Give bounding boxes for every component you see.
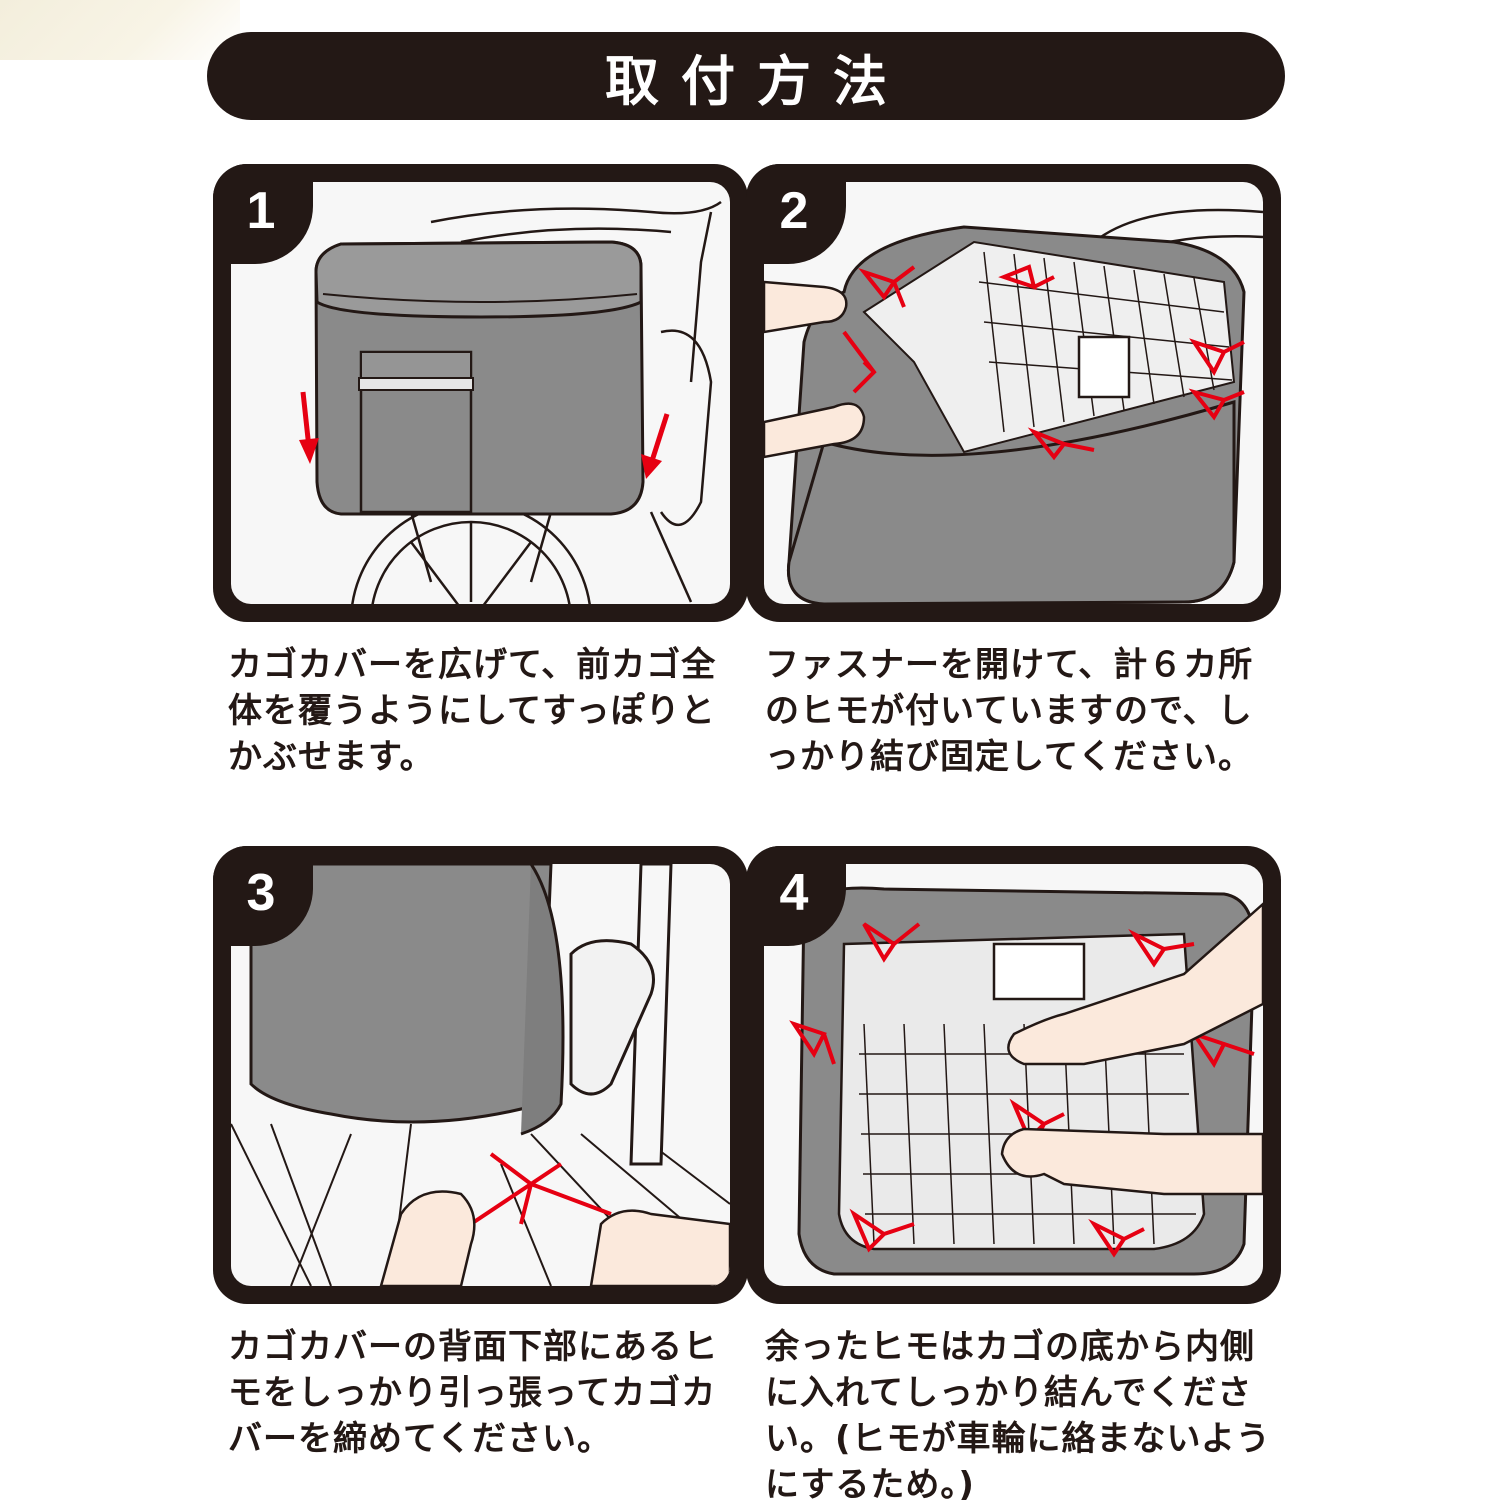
tucking-strings-illustration (789, 886, 1263, 1276)
step-4-number: 4 (779, 864, 809, 922)
step-1-number: 1 (246, 182, 276, 240)
step-3-illustration (231, 864, 730, 1286)
step-1-panel: 1 (213, 164, 748, 622)
bicycle-basket-cover-illustration (299, 200, 722, 604)
step-1-caption: カゴカバーを広げて、前カゴ全体を覆うようにしてすっぽりとかぶせます。 (228, 645, 717, 777)
pulling-strings-illustration (231, 864, 730, 1286)
step-1-illustration (231, 182, 730, 604)
step-4-illustration (764, 864, 1263, 1286)
step-1-badge: 1 (213, 164, 313, 264)
step-3-badge: 3 (213, 846, 313, 946)
step-2-caption: ファスナーを開けて、計６カ所のヒモが付いていますので、しっかり結び固定してくださ… (765, 645, 1254, 777)
page-title: 取付方法 (605, 49, 909, 113)
step-4-panel: 4 (746, 846, 1281, 1304)
title-bar: 取付方法 (207, 32, 1285, 120)
step-2-number: 2 (779, 182, 809, 240)
step-3-number: 3 (246, 864, 276, 922)
corner-decoration (0, 0, 240, 60)
step-3-panel: 3 (213, 846, 748, 1304)
tying-strings-illustration (764, 208, 1263, 604)
step-2-illustration (764, 182, 1263, 604)
step-4-caption: 余ったヒモはカゴの底から内側に入れてしっかり結んでください。(ヒモが車輪に絡まな… (765, 1327, 1271, 1500)
step-2-panel: 2 (746, 164, 1281, 622)
step-3-caption: カゴカバーの背面下部にあるヒモをしっかり引っ張ってカゴカバーを締めてください。 (228, 1327, 718, 1459)
